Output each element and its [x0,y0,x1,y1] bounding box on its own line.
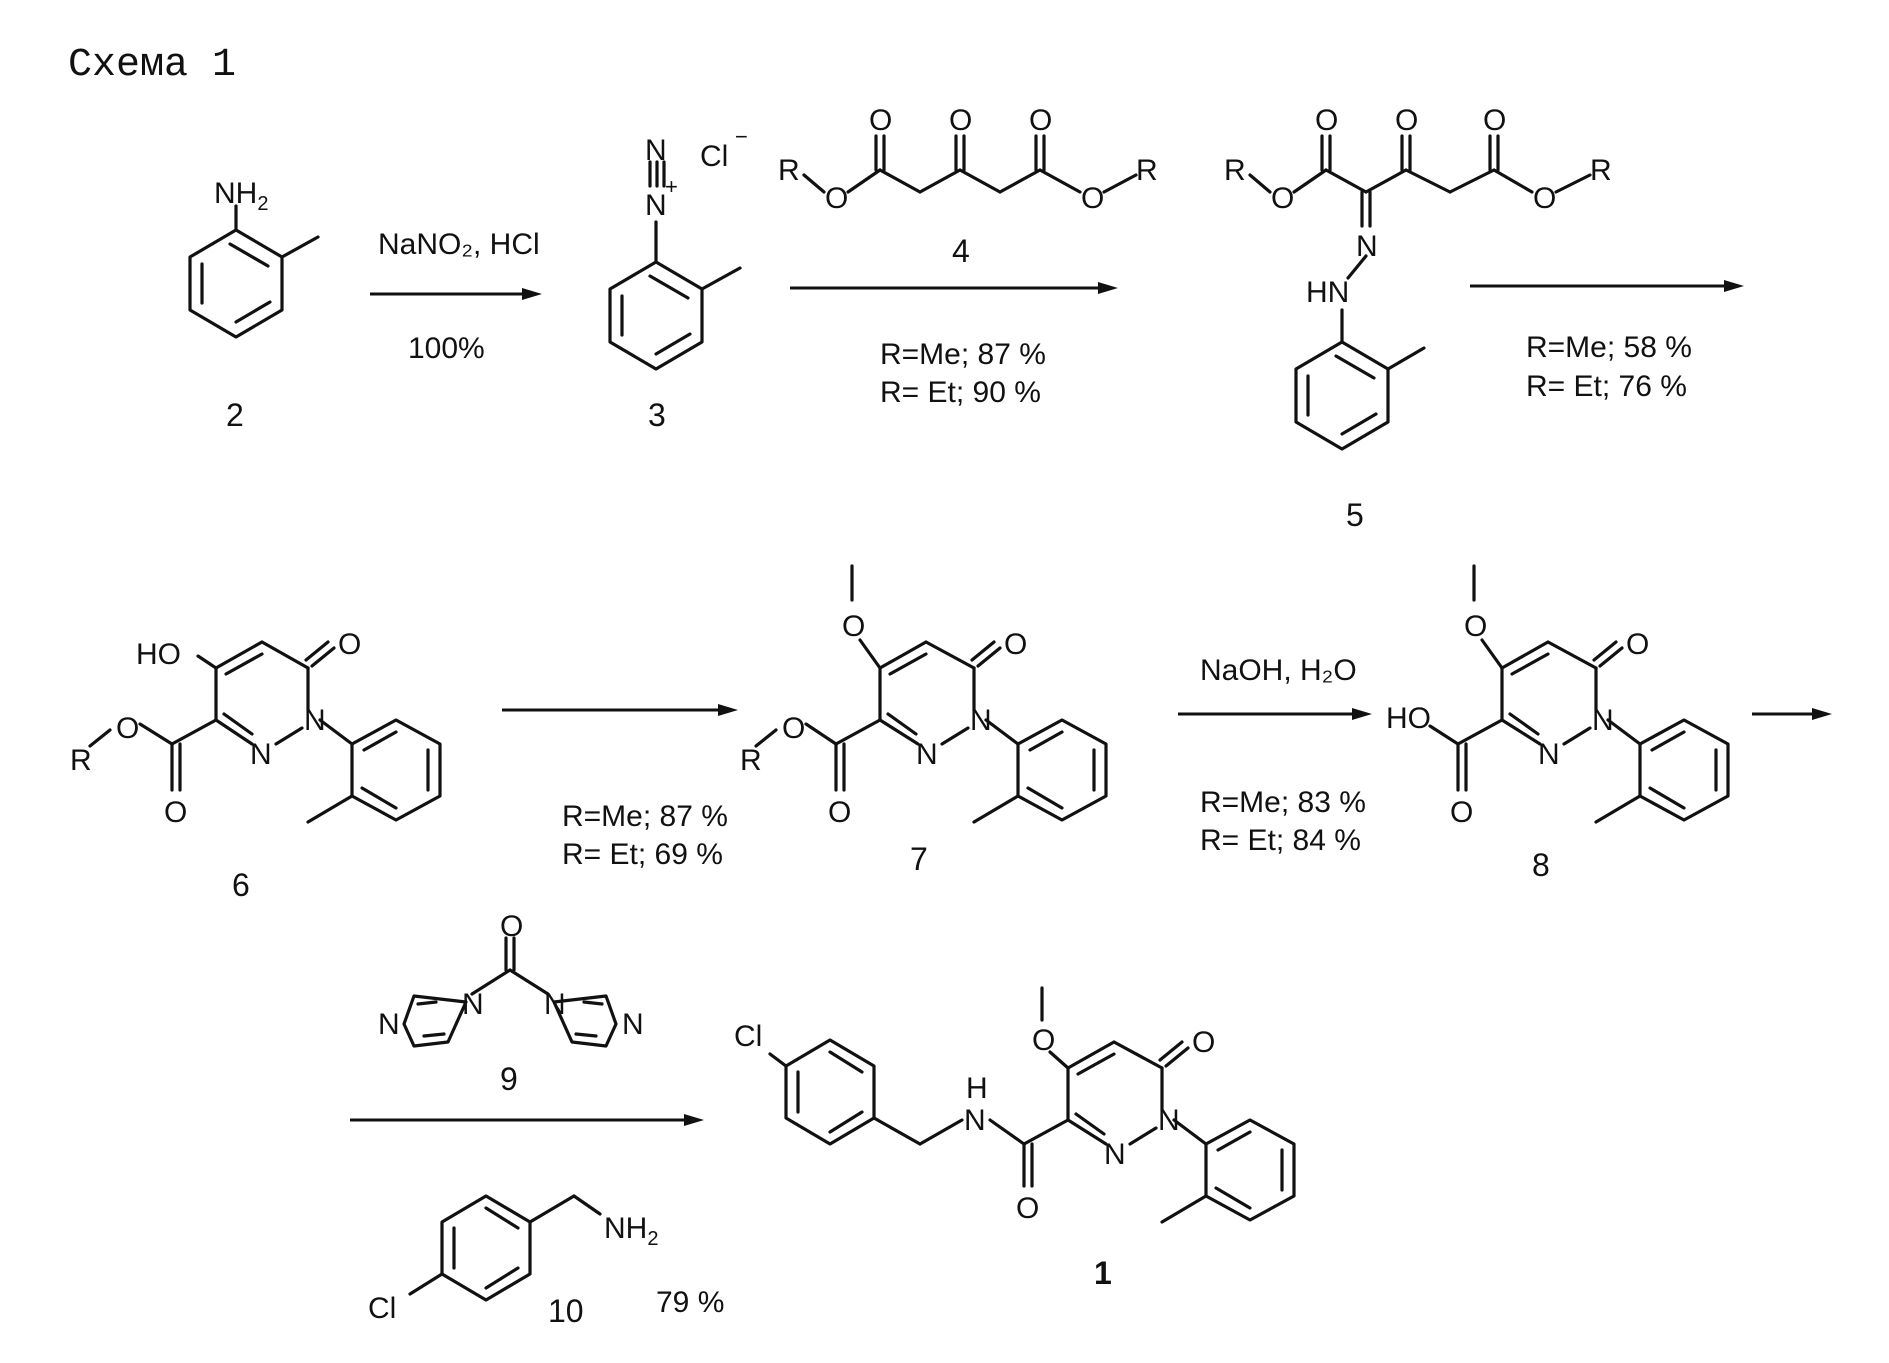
reaction-arrow-6 [1752,708,1832,720]
n-label: N [964,1104,986,1137]
n-label: N [1592,704,1614,737]
o-label: O [1464,610,1487,643]
o-label: O [1016,1192,1039,1225]
compound-label-2: 2 [226,397,244,433]
reaction-arrow-7 [350,1114,704,1126]
reaction-arrow-1 [370,288,542,300]
n-label: N [645,189,667,222]
step3-yield-et: R= Et; 76 % [1526,370,1687,403]
n-label: N [544,988,566,1021]
o-label: O [1192,1026,1215,1059]
step2-yield-me: R=Me; 87 % [880,338,1046,371]
cl-label: Cl [734,1020,762,1053]
n-label: N [1104,1138,1126,1171]
r-label: R [1136,154,1158,187]
o-label: O [500,910,523,943]
o-label: O [1029,104,1052,137]
o-label: O [1483,104,1506,137]
compound-label-4: 4 [952,233,970,269]
compound-label-7: 7 [910,841,928,877]
r-label: R [740,744,762,777]
h-label: H [966,1072,988,1105]
compound-label-10: 10 [548,1293,584,1329]
o-label: O [782,712,805,745]
ho-label: HO [136,638,181,671]
n-label: N [622,1008,644,1041]
r-label: R [778,154,800,187]
step5-yield-et: R= Et; 84 % [1200,824,1361,857]
n-label: N [1158,1104,1180,1137]
nh2-label: NH2 [604,1212,658,1250]
ho-label: HO [1386,702,1431,735]
nh2-label: NH2 [214,177,268,215]
step6-yield: 79 % [656,1286,724,1319]
compound-label-5: 5 [1346,497,1364,533]
o-label: O [828,796,851,829]
compound-label-1: 1 [1094,1255,1112,1291]
n-label: N [304,704,326,737]
o-label: O [842,610,865,643]
step3-yield-me: R=Me; 58 % [1526,331,1692,364]
n-label: N [1538,738,1560,771]
compound-10-structure: NH2 Cl [368,1194,658,1325]
scheme-title: Схема 1 [68,43,236,88]
step4-yield-me: R=Me; 87 % [562,800,728,833]
minus-charge: − [735,124,748,149]
compound-3-structure: N N + Cl − [608,124,748,371]
step2-yield-et: R= Et; 90 % [880,376,1041,409]
step5-reagents: NaOH, H₂O [1200,654,1357,687]
n-label: N [462,988,484,1021]
n-label: N [916,738,938,771]
o-label: O [1395,104,1418,137]
n-label: N [378,1008,400,1041]
compound-8-structure: O O N N HO O [1386,564,1730,829]
o-label: O [1271,182,1294,215]
o-label: O [1450,796,1473,829]
n-label: N [645,134,667,167]
reaction-arrow-4 [502,704,738,716]
reaction-arrow-5 [1178,708,1372,720]
r-label: R [1590,154,1612,187]
compound-7-structure: O O N N O R O [740,564,1108,829]
o-label: O [1626,628,1649,661]
compound-label-8: 8 [1532,847,1550,883]
hn-label: HN [1306,276,1349,309]
compound-9-structure: O N N N N [378,910,644,1048]
o-label: O [116,712,139,745]
compound-label-9: 9 [500,1061,518,1097]
r-label: R [1224,154,1246,187]
step1-yield: 100% [408,332,485,365]
n-label: N [250,738,272,771]
o-label: O [869,104,892,137]
step4-yield-et: R= Et; 69 % [562,838,723,871]
reaction-arrow-2 [790,282,1118,294]
reaction-arrow-3 [1470,280,1744,292]
o-label: O [164,796,187,829]
compound-5-structure: O O O O O R R N HN [1224,104,1612,451]
o-label: O [1315,104,1338,137]
o-label: O [1533,182,1556,215]
plus-charge: + [665,174,678,199]
step5-yield-me: R=Me; 83 % [1200,786,1366,819]
compound-2-structure: NH2 [188,177,320,339]
n-label: N [970,704,992,737]
o-label: O [825,182,848,215]
compound-4-structure: O O O O O R R [778,104,1158,215]
step1-reagents: NaNO₂, HCl [378,228,540,261]
compound-1-structure: Cl N H O O O N N [734,986,1296,1225]
chloride-label: Cl [700,140,728,173]
o-label: O [1081,182,1104,215]
compound-label-6: 6 [232,867,250,903]
o-label: O [1004,628,1027,661]
r-label: R [70,744,92,777]
cl-label: Cl [368,1292,396,1325]
compound-6-structure: HO O N N O R O [70,628,442,829]
n-label: N [1356,230,1378,263]
o-label: O [338,628,361,661]
o-label: O [1032,1024,1055,1057]
compound-label-3: 3 [648,397,666,433]
o-label: O [949,104,972,137]
